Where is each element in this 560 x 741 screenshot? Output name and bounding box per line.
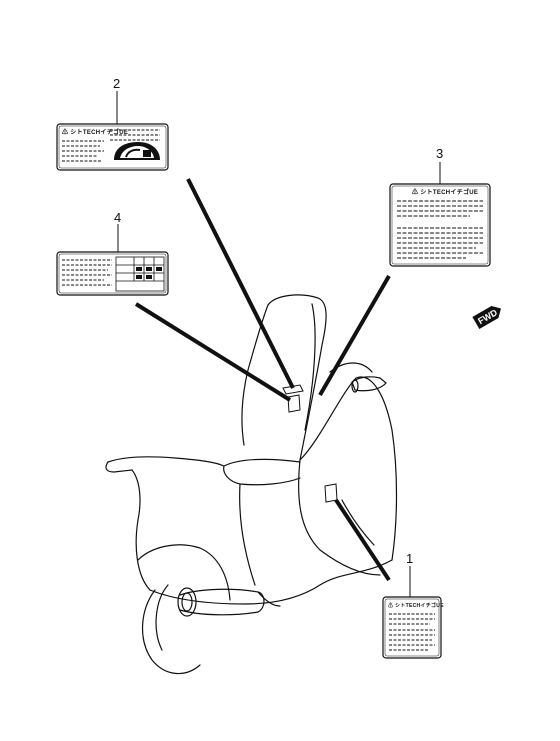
helmet-icon	[114, 142, 160, 160]
label-4: 4	[56, 210, 169, 296]
callout-number-4: 4	[114, 210, 121, 225]
label-2: 2 ⚠ シトTECHイチゴUE	[56, 76, 169, 171]
callout-number-3: 3	[436, 146, 443, 161]
callout-number-1: 1	[406, 551, 413, 566]
callout-number-2: 2	[113, 76, 120, 91]
leader-line-2	[186, 178, 295, 389]
scooter-outline	[105, 294, 398, 674]
leader-line-1	[334, 498, 391, 582]
label-3: 3 ⚠ シトTECHイチゴUE	[389, 146, 491, 267]
fwd-direction-badge: FWD	[472, 305, 501, 330]
label-3-title: ⚠ シトTECHイチゴUE	[412, 188, 478, 196]
leader-lines	[134, 178, 391, 582]
label-1: 1 ⚠ シトTECHイチゴUE	[382, 551, 444, 659]
leader-line-3	[318, 274, 391, 397]
leader-line-4	[134, 302, 292, 402]
spec-table	[115, 256, 165, 292]
label-2-title: ⚠ シトTECHイチゴUE	[62, 128, 128, 136]
fwd-arrow-icon	[472, 305, 501, 330]
label-1-title: ⚠ シトTECHイチゴUE	[388, 602, 444, 609]
